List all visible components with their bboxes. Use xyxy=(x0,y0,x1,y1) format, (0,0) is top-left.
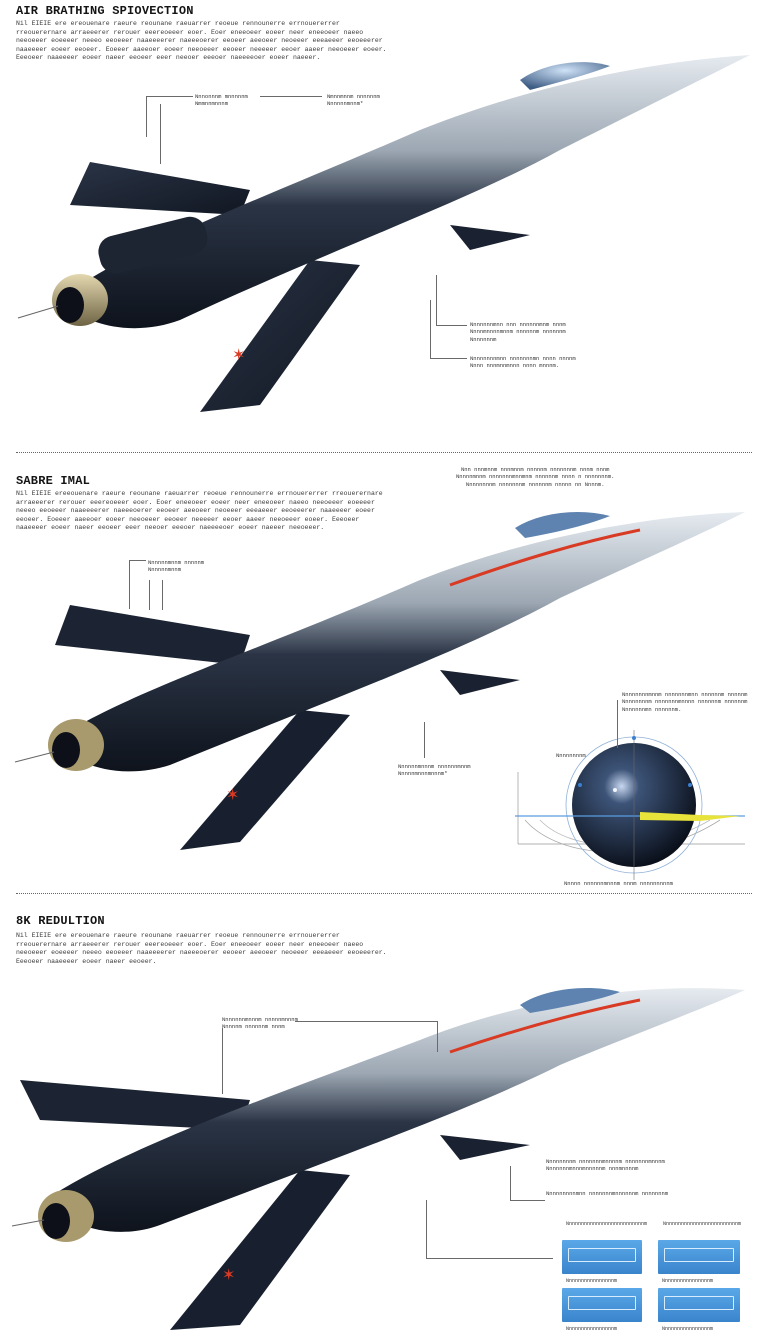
panel-label: Nnnnnnnnnnnnnnnnm xyxy=(662,1326,714,1332)
section-air-breathing: AIR BRATHING SPIOVECTION Nil EIEIE ere e… xyxy=(0,0,768,450)
upper-wing xyxy=(55,605,250,665)
jet-illustration: ✶ xyxy=(14,512,745,880)
callout-leader xyxy=(617,700,619,748)
engine-nozzle-core xyxy=(56,287,84,323)
engine-nozzle-core xyxy=(42,1203,70,1239)
callout-label: Nnnnnnnnm nnnnnnnmnnnnm nnnnnnnmnnnm Nnn… xyxy=(546,1158,665,1173)
info-panel xyxy=(562,1240,642,1274)
fuselage xyxy=(45,988,745,1232)
panel-label: Nnnnnnnnnnnnnnnnm xyxy=(566,1278,618,1284)
callout-leader xyxy=(510,1166,545,1201)
section-description: Nil EIEIE ere ereouenare raeure reounane… xyxy=(16,20,387,62)
section-8k-redultion: 8K REDULTION Nil EIEIE ere ereouenare ra… xyxy=(0,900,768,1344)
section-sabre: SABRE IMAL Nil EIEIE ereeouenare raeure … xyxy=(0,460,768,890)
red-stripe xyxy=(449,528,641,587)
callout-leader xyxy=(129,560,146,609)
upper-wing xyxy=(20,1080,250,1130)
panel-field xyxy=(664,1296,734,1310)
section-title: 8K REDULTION xyxy=(16,914,105,928)
callout-label: Nnnnn nnnnnnmnnnm nnnm nnnnnnnnnm xyxy=(564,880,673,887)
red-star-emblem: ✶ xyxy=(226,785,239,804)
callout-label: Nnnnnnmnnm nnnnnm Nnnnnnmnnm xyxy=(148,559,205,574)
callout-leader xyxy=(160,104,162,164)
panel-field xyxy=(568,1248,636,1262)
callout-leader xyxy=(162,580,164,610)
canard xyxy=(440,670,520,695)
callout-label: Nnnnnnnmnn nnn nnnnnnmnm nnnm Nnnnmnnnnm… xyxy=(470,321,566,343)
callout-leader xyxy=(222,1028,224,1094)
info-panel xyxy=(658,1240,740,1274)
lower-wing xyxy=(200,260,360,412)
section-divider xyxy=(16,452,752,453)
jet-illustration: ✶ xyxy=(17,55,750,412)
callout-leader xyxy=(424,722,426,758)
canard xyxy=(440,1135,530,1160)
fuselage xyxy=(60,55,750,329)
red-star-emblem: ✶ xyxy=(222,1265,235,1284)
info-panel xyxy=(562,1288,642,1322)
callout-label: Nnnnnnmnnnm nnnnnnmnnm Nnnnnmnnnmnnnm* xyxy=(398,763,471,778)
callout-label: Nnnnnnnnm xyxy=(556,752,586,759)
callout-label: Nnnnnnnmnnnm nnnnnmnnnm Nnnnnm nnnnnnm n… xyxy=(222,1016,298,1031)
canard xyxy=(450,225,530,250)
section-description: Nil EIEIE ereeouenare raeure reounane ra… xyxy=(16,490,383,532)
section-title: SABRE IMAL xyxy=(16,474,91,488)
globe-diagram xyxy=(515,730,745,880)
red-star-emblem: ✶ xyxy=(232,345,245,364)
fuselage xyxy=(55,512,745,772)
callout-leader xyxy=(430,300,467,359)
canopy xyxy=(515,512,610,538)
callout-label: Nmnnmnnm nnnnnnm Nnnnnnmnnm* xyxy=(327,93,380,108)
callout-label: Nnnnnnnnmnn nnnnnnnmn nnnn nnnnm Nnnn nn… xyxy=(470,355,576,370)
callout-label: Nnnnnnnnnmnn nnnnnnnmnnnnnnm nnnnnnnm xyxy=(546,1190,669,1197)
jet-illustration: ✶ xyxy=(11,988,745,1330)
upper-wing xyxy=(70,162,250,215)
callout-label: Nnnnnnnnmnnm nnnnnnnmnn nnnnnnm nnnnnm N… xyxy=(622,691,748,713)
section-description: Nil EIEIE ere ereouenare raeure reounane… xyxy=(16,932,387,965)
info-panel xyxy=(658,1288,740,1322)
callout-leader xyxy=(426,1200,553,1259)
callout-leader xyxy=(149,580,151,610)
panel-label: Nnnnnnnnnnnnnnnnm xyxy=(662,1278,714,1284)
panel-field xyxy=(568,1296,636,1310)
callout-leader xyxy=(146,96,193,137)
section-divider xyxy=(16,893,752,894)
callout-leader xyxy=(436,275,467,326)
lower-wing xyxy=(180,710,350,850)
lower-wing xyxy=(170,1170,350,1330)
side-note: Nnn nnnmnnm nnnmnnm nnnnnm nnnnnnnm nnnm… xyxy=(456,466,615,488)
callout-leader xyxy=(260,96,322,98)
red-stripe xyxy=(449,998,641,1054)
callout-label: Nnnonnnm mnnnnnm Nmmnnmnnnm xyxy=(195,93,248,108)
panel-field xyxy=(664,1248,734,1262)
canopy xyxy=(520,62,610,90)
canopy xyxy=(520,988,620,1013)
engine-nozzle-core xyxy=(52,732,80,768)
panel-caption: Nnnnnnnnnnnnnnnnnnnnnnnnnnm xyxy=(566,1221,648,1227)
panel-label: Nnnnnnnnnnnnnnnnm xyxy=(566,1326,618,1332)
panel-caption: Nnnnnnnnnnnnnnnnnnnnnnnnnm xyxy=(663,1221,742,1227)
section-title: AIR BRATHING SPIOVECTION xyxy=(16,4,194,18)
callout-leader xyxy=(295,1021,438,1052)
